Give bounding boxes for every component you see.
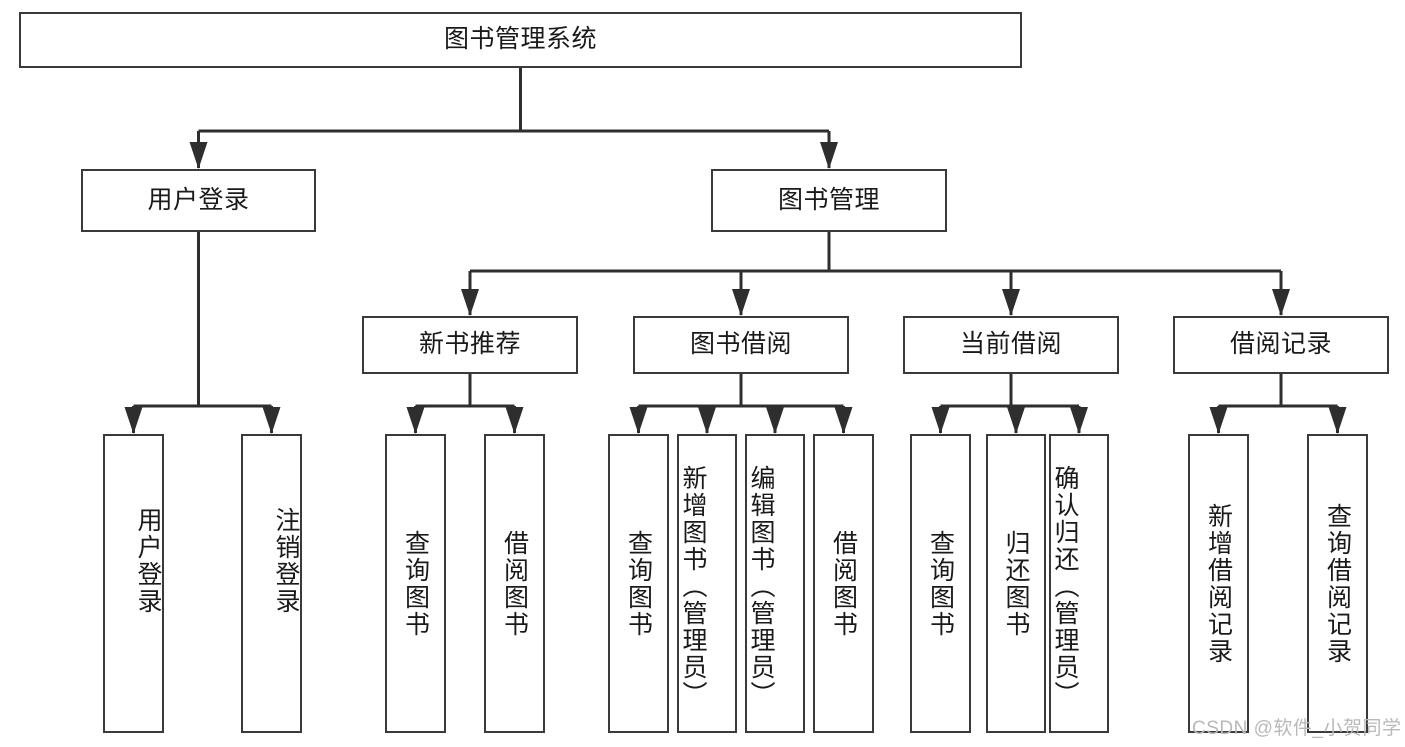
node-label: 查询图书 [926, 529, 955, 638]
arrow-head-icon [931, 407, 950, 434]
node-user-login[interactable]: 用户登录 [81, 169, 316, 232]
node-leaf-borrow-book-2[interactable]: 借阅图书 [813, 434, 874, 733]
arrow-head-icon [698, 407, 716, 434]
node-label: 借阅记录 [1229, 330, 1332, 359]
node-label: 注销登录 [272, 506, 300, 615]
arrow-head-icon [834, 407, 853, 434]
node-label: 归还图书 [1002, 529, 1030, 638]
node-label: 图书借阅 [689, 330, 792, 359]
node-label: 图书管理系统 [443, 25, 597, 54]
node-label: 确认归还（管理员） [1051, 465, 1079, 708]
node-book-manage[interactable]: 图书管理 [711, 169, 947, 232]
arrow-head-icon [1209, 407, 1228, 434]
arrow-head-icon [189, 142, 208, 169]
node-label: 当前借阅 [959, 330, 1062, 359]
arrow-head-icon [1272, 289, 1290, 316]
node-leaf-logout[interactable]: 注销登录 [241, 434, 302, 733]
node-label: 新书推荐 [418, 330, 521, 359]
arrow-head-icon [124, 407, 143, 434]
node-leaf-query-book-2[interactable]: 查询图书 [608, 434, 669, 733]
arrow-head-icon [820, 142, 838, 169]
arrow-head-icon [629, 407, 648, 434]
arrow-head-icon [1007, 407, 1025, 434]
node-leaf-add-record[interactable]: 新增借阅记录 [1188, 434, 1249, 733]
node-leaf-return-book[interactable]: 归还图书 [986, 434, 1046, 733]
node-borrow-record[interactable]: 借阅记录 [1173, 316, 1389, 374]
arrow-head-icon [732, 289, 750, 316]
node-label: 用户登录 [134, 506, 162, 615]
node-label: 查询借阅记录 [1323, 502, 1352, 665]
arrow-head-icon [1328, 407, 1347, 434]
node-leaf-borrow-book-1[interactable]: 借阅图书 [484, 434, 545, 733]
node-root[interactable]: 图书管理系统 [19, 12, 1022, 68]
node-new-book-rec[interactable]: 新书推荐 [362, 316, 578, 374]
node-leaf-query-book-1[interactable]: 查询图书 [385, 434, 446, 733]
arrow-head-icon [262, 407, 281, 434]
node-label: 查询图书 [624, 529, 653, 638]
node-leaf-user-login[interactable]: 用户登录 [103, 434, 164, 733]
arrow-head-icon [461, 289, 479, 316]
node-book-borrow[interactable]: 图书借阅 [633, 316, 849, 374]
watermark-text: CSDN @软件_小贺同学 [1192, 718, 1402, 739]
node-label: 图书管理 [777, 185, 880, 214]
arrow-head-icon [1002, 289, 1020, 316]
node-label: 编辑图书（管理员） [747, 465, 775, 708]
node-label: 借阅图书 [500, 529, 529, 638]
node-leaf-add-book[interactable]: 新增图书（管理员） [677, 434, 737, 733]
node-label: 新增图书（管理员） [679, 465, 707, 708]
node-label: 查询图书 [401, 529, 430, 638]
arrow-head-icon [505, 407, 524, 434]
arrow-head-icon [406, 407, 425, 434]
node-label: 新增借阅记录 [1204, 502, 1233, 665]
arrow-head-icon [766, 407, 784, 434]
node-label: 借阅图书 [829, 529, 858, 638]
node-leaf-edit-book[interactable]: 编辑图书（管理员） [745, 434, 805, 733]
arrow-head-icon [1070, 407, 1088, 434]
node-label: 用户登录 [147, 185, 250, 214]
node-current-borrow[interactable]: 当前借阅 [903, 316, 1119, 374]
node-leaf-query-book-3[interactable]: 查询图书 [910, 434, 971, 733]
node-leaf-query-record[interactable]: 查询借阅记录 [1307, 434, 1368, 733]
node-leaf-confirm-return[interactable]: 确认归还（管理员） [1049, 434, 1109, 733]
